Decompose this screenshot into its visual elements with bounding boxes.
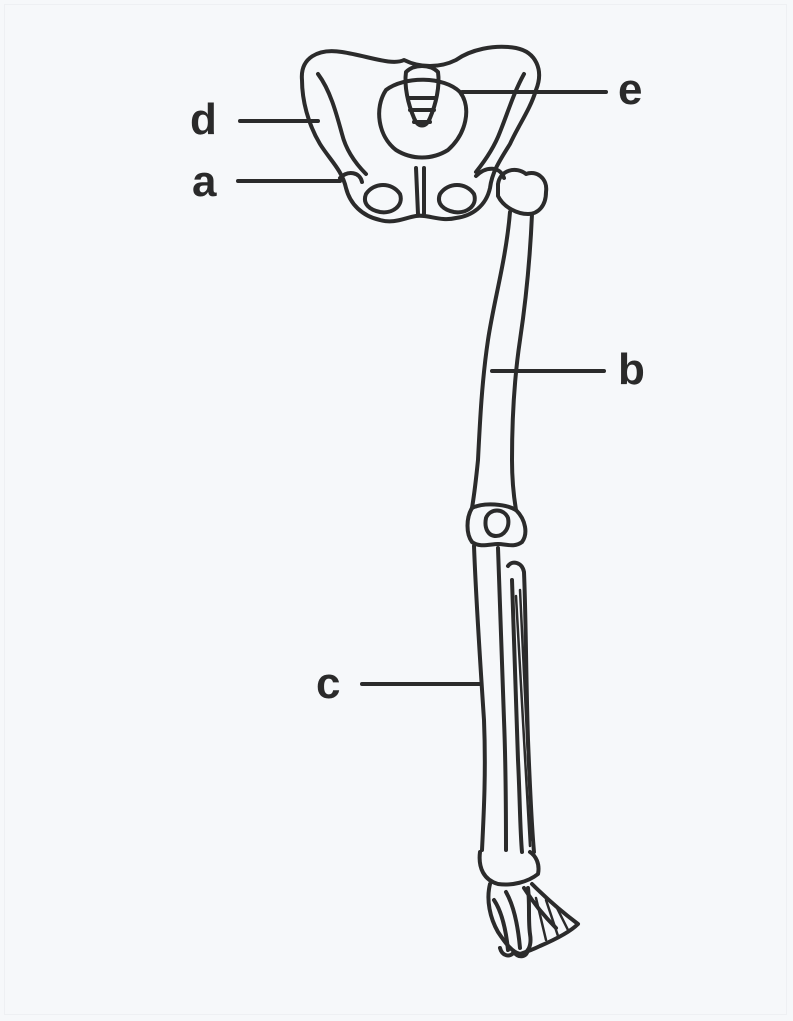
femur: [468, 170, 547, 545]
obturator-right: [439, 185, 475, 212]
label-e: e: [618, 68, 642, 112]
label-c: c: [316, 662, 340, 706]
label-d: d: [190, 98, 217, 142]
label-a: a: [192, 160, 216, 204]
tibia: [474, 546, 506, 850]
pelvis-inlet: [379, 80, 466, 158]
foot: [480, 852, 578, 956]
pelvis-outline: [302, 47, 539, 222]
label-b: b: [618, 348, 645, 392]
patella: [485, 511, 508, 537]
obturator-left: [365, 185, 401, 212]
lower-leg: [474, 546, 534, 852]
femur-shaft: [472, 212, 532, 510]
metatarsals: [494, 884, 578, 954]
pubic-symphysis: [416, 168, 424, 214]
ankle: [480, 852, 539, 885]
iliac-crest-left: [318, 74, 366, 174]
sacrum: [405, 66, 438, 126]
pelvis: [302, 47, 539, 222]
